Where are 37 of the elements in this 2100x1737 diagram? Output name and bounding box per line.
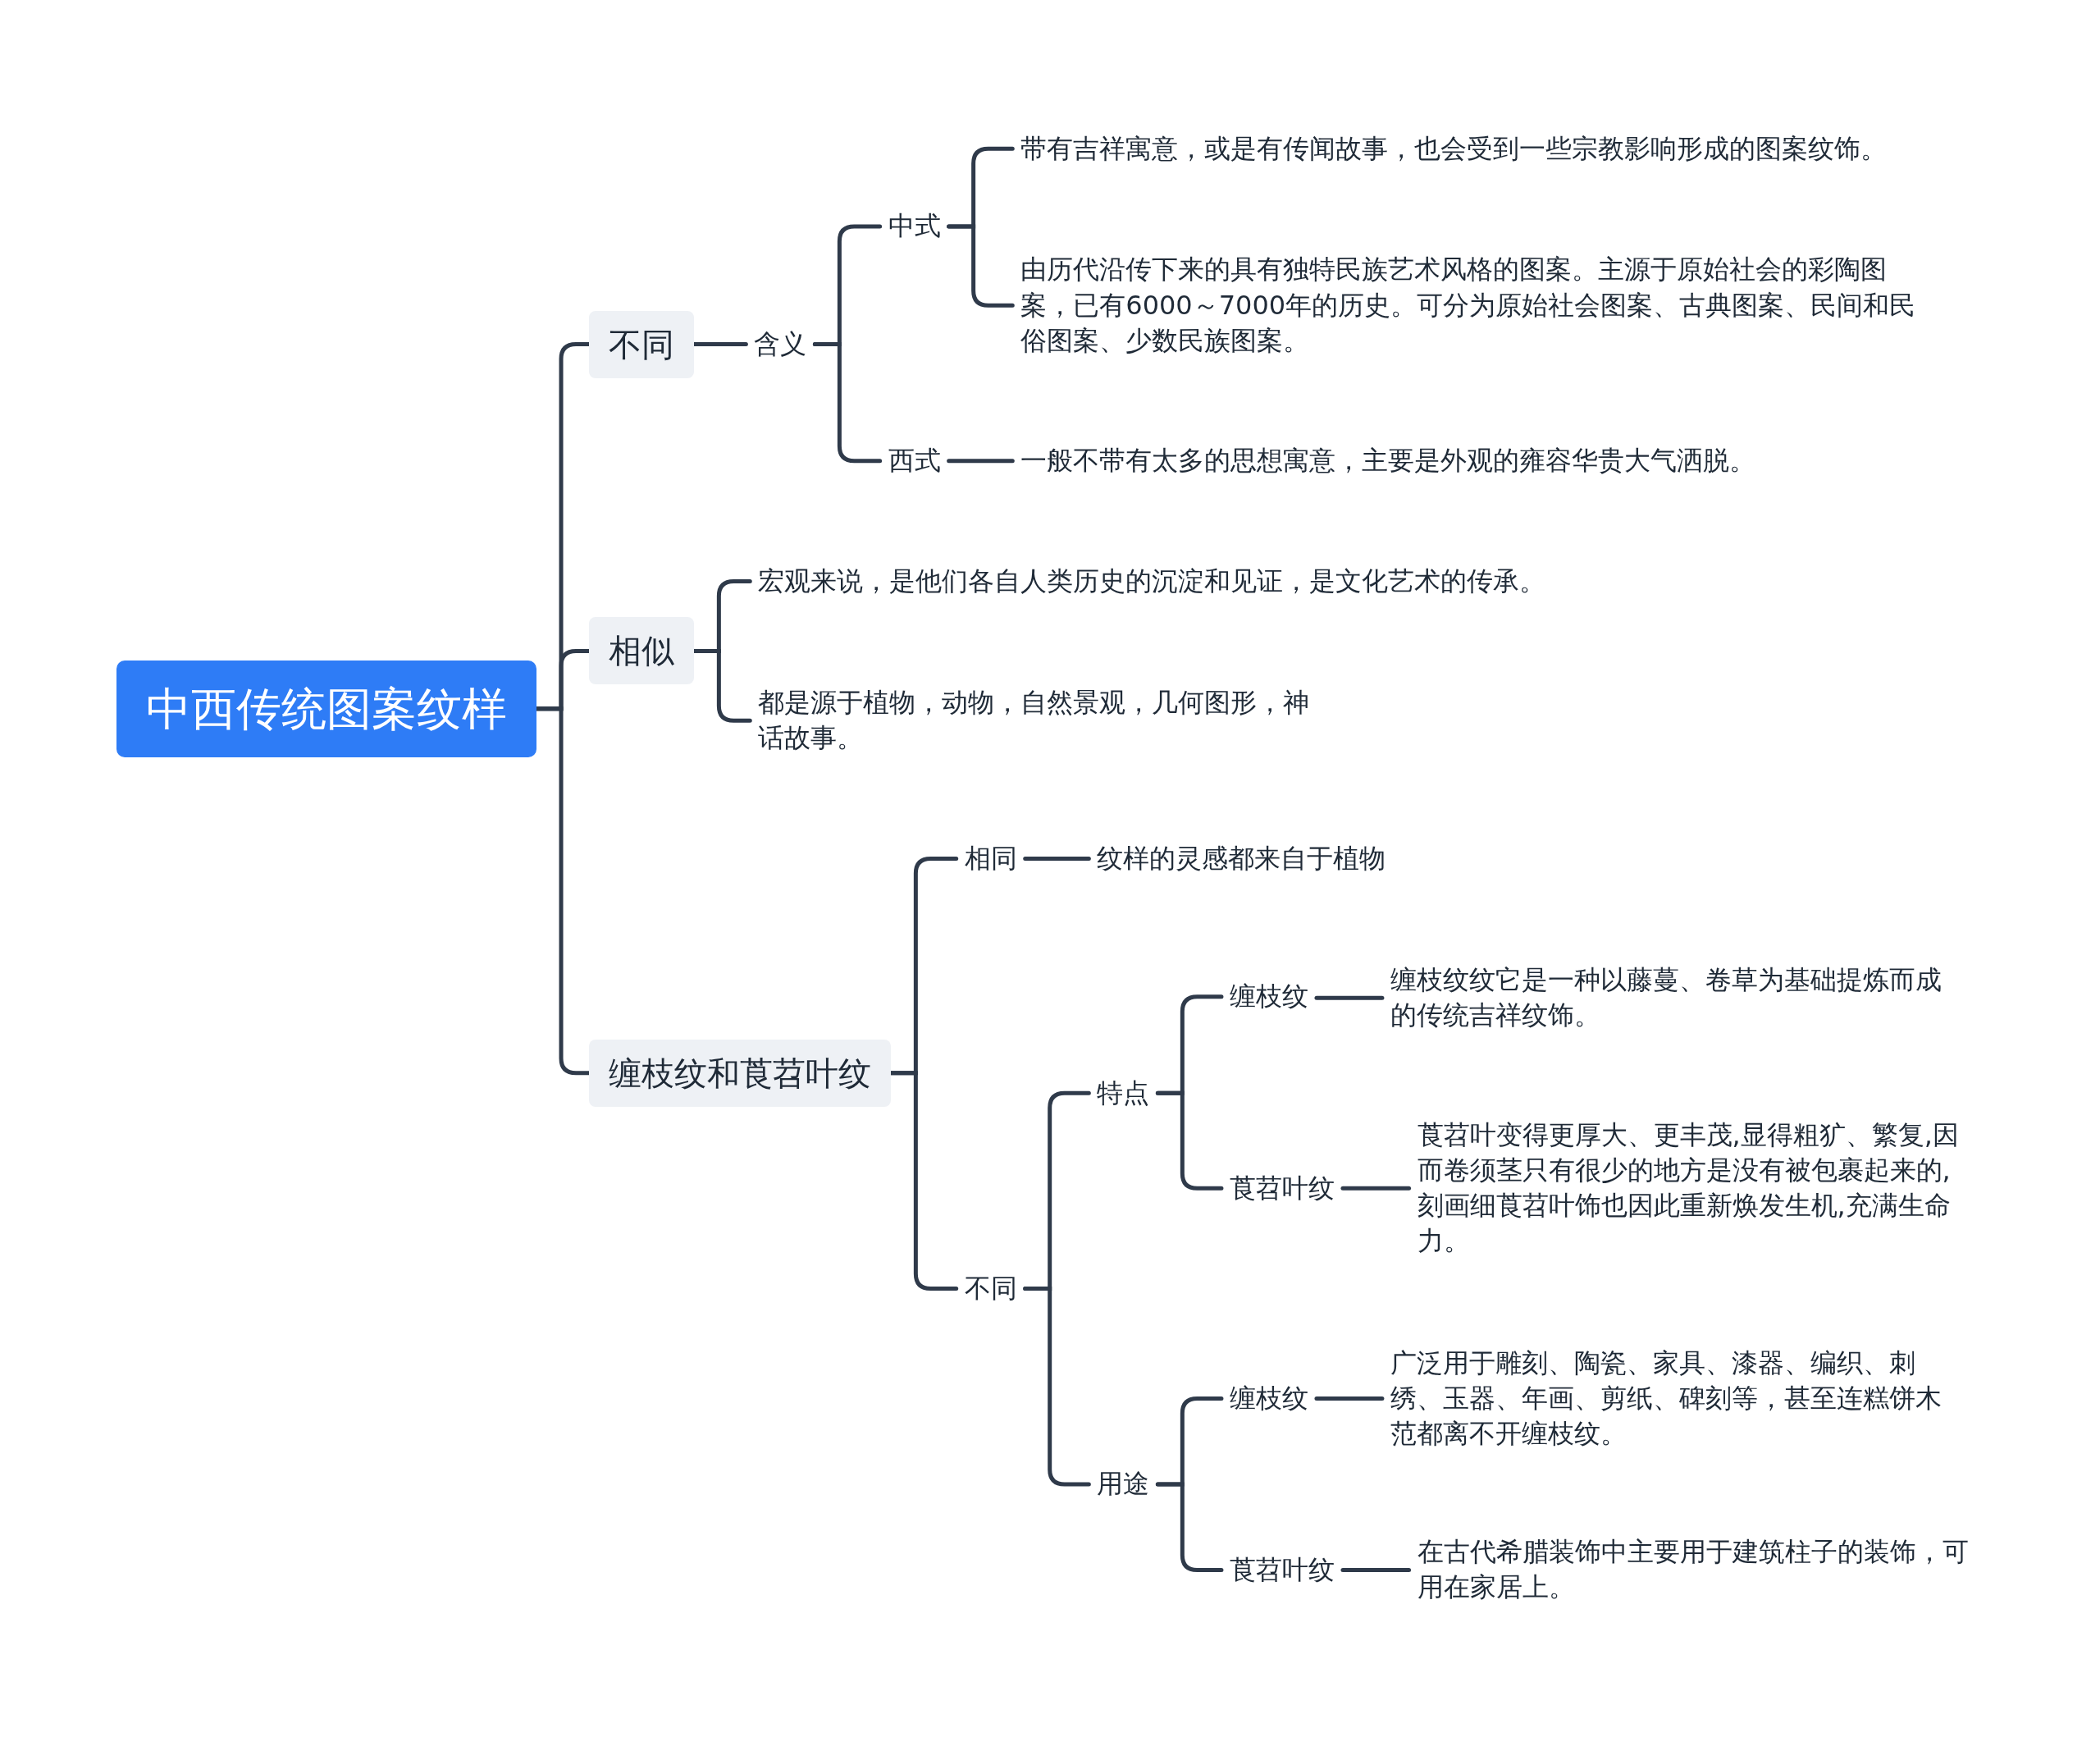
branch-text: 莨苕叶纹 xyxy=(1221,1552,1343,1588)
topic-box: 缠枝纹和莨苕叶纹 xyxy=(589,1039,892,1107)
branch-text: 宏观来说，是他们各自人类历史的沉淀和见证，是文化艺术的传承。 xyxy=(750,563,1554,600)
connector-line xyxy=(1023,857,1091,861)
connector-line xyxy=(1340,1186,1412,1191)
connector-line xyxy=(812,342,883,464)
connector-line xyxy=(947,224,1015,308)
branch-text: 中式 xyxy=(879,208,949,245)
branch-text: 纹样的灵感都来自于植物 xyxy=(1089,840,1395,877)
branch-text: 都是源于植物，动物，自然景观，几何图形，神话故事。 xyxy=(750,685,1320,757)
branch-text: 在古代希腊装饰中主要用于建筑柱子的装饰，可用在家居上。 xyxy=(1408,1534,1979,1606)
branch-text: 缠枝纹纹它是一种以藤蔓、卷草为基础提炼而成的传统吉祥纹饰。 xyxy=(1381,962,1952,1034)
branch-text: 西式 xyxy=(879,443,949,479)
connector-line xyxy=(947,459,1015,464)
connector-line xyxy=(1314,995,1385,1000)
branch-text: 广泛用于雕刻、陶瓷、家具、漆器、编织、刺绣、玉器、年画、剪纸、碑刻等，甚至连糕饼木范都离不开缠枝纹。 xyxy=(1381,1345,1952,1452)
connector-line xyxy=(1314,1396,1385,1401)
topic-box: 相似 xyxy=(589,617,695,685)
connector-line xyxy=(1023,1287,1091,1487)
connector-line xyxy=(692,648,752,723)
branch-text: 特点 xyxy=(1089,1075,1158,1111)
branch-text: 带有吉祥寓意，或是有传闻故事，也会受到一些宗教影响形成的图案纹饰。 xyxy=(1012,130,1896,167)
branch-text: 缠枝纹 xyxy=(1221,1380,1317,1417)
branch-text: 莨苕叶纹 xyxy=(1221,1170,1343,1206)
root-topic-box: 中西传统图案纹样 xyxy=(116,660,537,757)
branch-text: 用途 xyxy=(1089,1466,1158,1502)
connector-line xyxy=(1155,1090,1224,1191)
branch-text: 莨苕叶变得更厚大、更丰茂,显得粗犷、繁复,因而卷须茎只有很少的地方是没有被包裹起来的,刻画细莨苕叶饰也因此重新焕发生机,充满生命力。 xyxy=(1408,1117,1985,1259)
branch-text: 相同 xyxy=(956,840,1025,877)
branch-text: 一般不带有太多的思想寓意，主要是外观的雍容华贵大气洒脱。 xyxy=(1012,443,1764,479)
topic-box: 不同 xyxy=(589,310,695,378)
branch-text: 缠枝纹 xyxy=(1221,979,1317,1015)
branch-text: 含义 xyxy=(746,327,815,363)
branch-text: 由历代沿传下来的具有独特民族艺术风格的图案。主源于原始社会的彩陶图案，已有6000～7000年的历史。可分为原始社会图案、古典图案、民间和民俗图案、少数民族图案。 xyxy=(1012,252,1937,359)
connector-line xyxy=(1340,1567,1412,1572)
connector-line xyxy=(1155,1482,1224,1572)
branch-text: 不同 xyxy=(956,1271,1025,1307)
